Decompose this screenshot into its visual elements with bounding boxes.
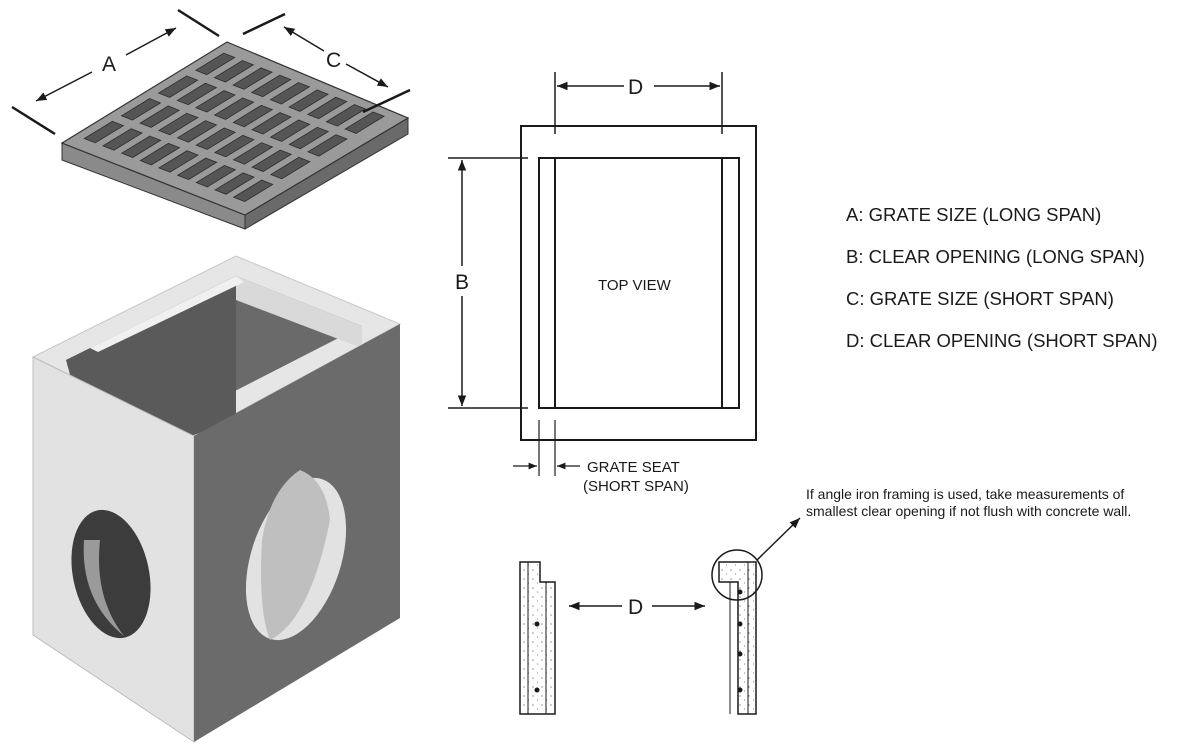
label-c: C xyxy=(326,49,341,72)
grate-seat-sublabel: (SHORT SPAN) xyxy=(583,478,689,495)
angle-iron-note: If angle iron framing is used, take meas… xyxy=(806,486,1132,519)
grate-slot xyxy=(232,104,274,128)
grate-seat-label: GRATE SEAT xyxy=(587,459,680,476)
grate-slot xyxy=(214,172,255,195)
grate-slot xyxy=(176,120,218,143)
grate-slot xyxy=(232,67,273,90)
grate-slot xyxy=(139,142,181,166)
dimension-legend: A: GRATE SIZE (LONG SPAN) B: CLEAR OPENI… xyxy=(846,203,1157,371)
grate-slot xyxy=(157,75,199,98)
grate-slot xyxy=(288,89,329,112)
dimension-a: A xyxy=(11,8,220,136)
grate-slot xyxy=(288,126,330,150)
grate-slot xyxy=(251,149,293,172)
grate-slot xyxy=(213,60,255,83)
grate-slot xyxy=(139,105,181,128)
label-a: A xyxy=(102,53,116,76)
legend-item-a: A: GRATE SIZE (LONG SPAN) xyxy=(846,204,1102,225)
label-d-section: D xyxy=(628,596,643,619)
grate-slot xyxy=(269,119,311,142)
grate-slot xyxy=(176,82,218,106)
grate-slot xyxy=(157,112,199,136)
grate-slots xyxy=(83,52,385,203)
label-b: B xyxy=(455,271,469,294)
top-view-label: TOP VIEW xyxy=(598,277,672,294)
concrete-box-illustration xyxy=(31,255,402,743)
top-view-drawing xyxy=(448,72,757,476)
grate-slot xyxy=(120,98,162,121)
grate-slot xyxy=(195,127,237,150)
legend-item-c: C: GRATE SIZE (SHORT SPAN) xyxy=(846,288,1114,309)
grate-slot xyxy=(102,128,143,151)
grate-slot xyxy=(250,74,292,98)
grate-slot xyxy=(120,135,162,158)
grate-illustration xyxy=(60,41,410,230)
grate-slot xyxy=(195,164,237,188)
grate-slot xyxy=(83,120,125,144)
grate-slot xyxy=(213,97,255,120)
grate-slot xyxy=(269,82,311,105)
grate-slot xyxy=(307,134,348,157)
dimension-c: C xyxy=(242,12,411,114)
grate-slot xyxy=(176,157,218,181)
grate-slot xyxy=(232,142,274,165)
grate-slot xyxy=(158,150,199,173)
grate-slot xyxy=(325,104,367,127)
legend-item-b: B: CLEAR OPENING (LONG SPAN) xyxy=(846,246,1145,267)
grate-slot xyxy=(344,111,385,134)
grate-slot xyxy=(194,52,236,76)
legend-item-d: D: CLEAR OPENING (SHORT SPAN) xyxy=(846,330,1158,351)
section-view-drawing xyxy=(519,517,801,715)
grate-slot xyxy=(269,156,311,180)
grate-slot xyxy=(195,90,236,113)
grate-slot xyxy=(213,134,255,158)
grate-slot xyxy=(232,179,274,203)
grate-slot xyxy=(306,96,348,120)
grate-slot xyxy=(251,112,292,135)
label-d-top: D xyxy=(628,76,643,99)
